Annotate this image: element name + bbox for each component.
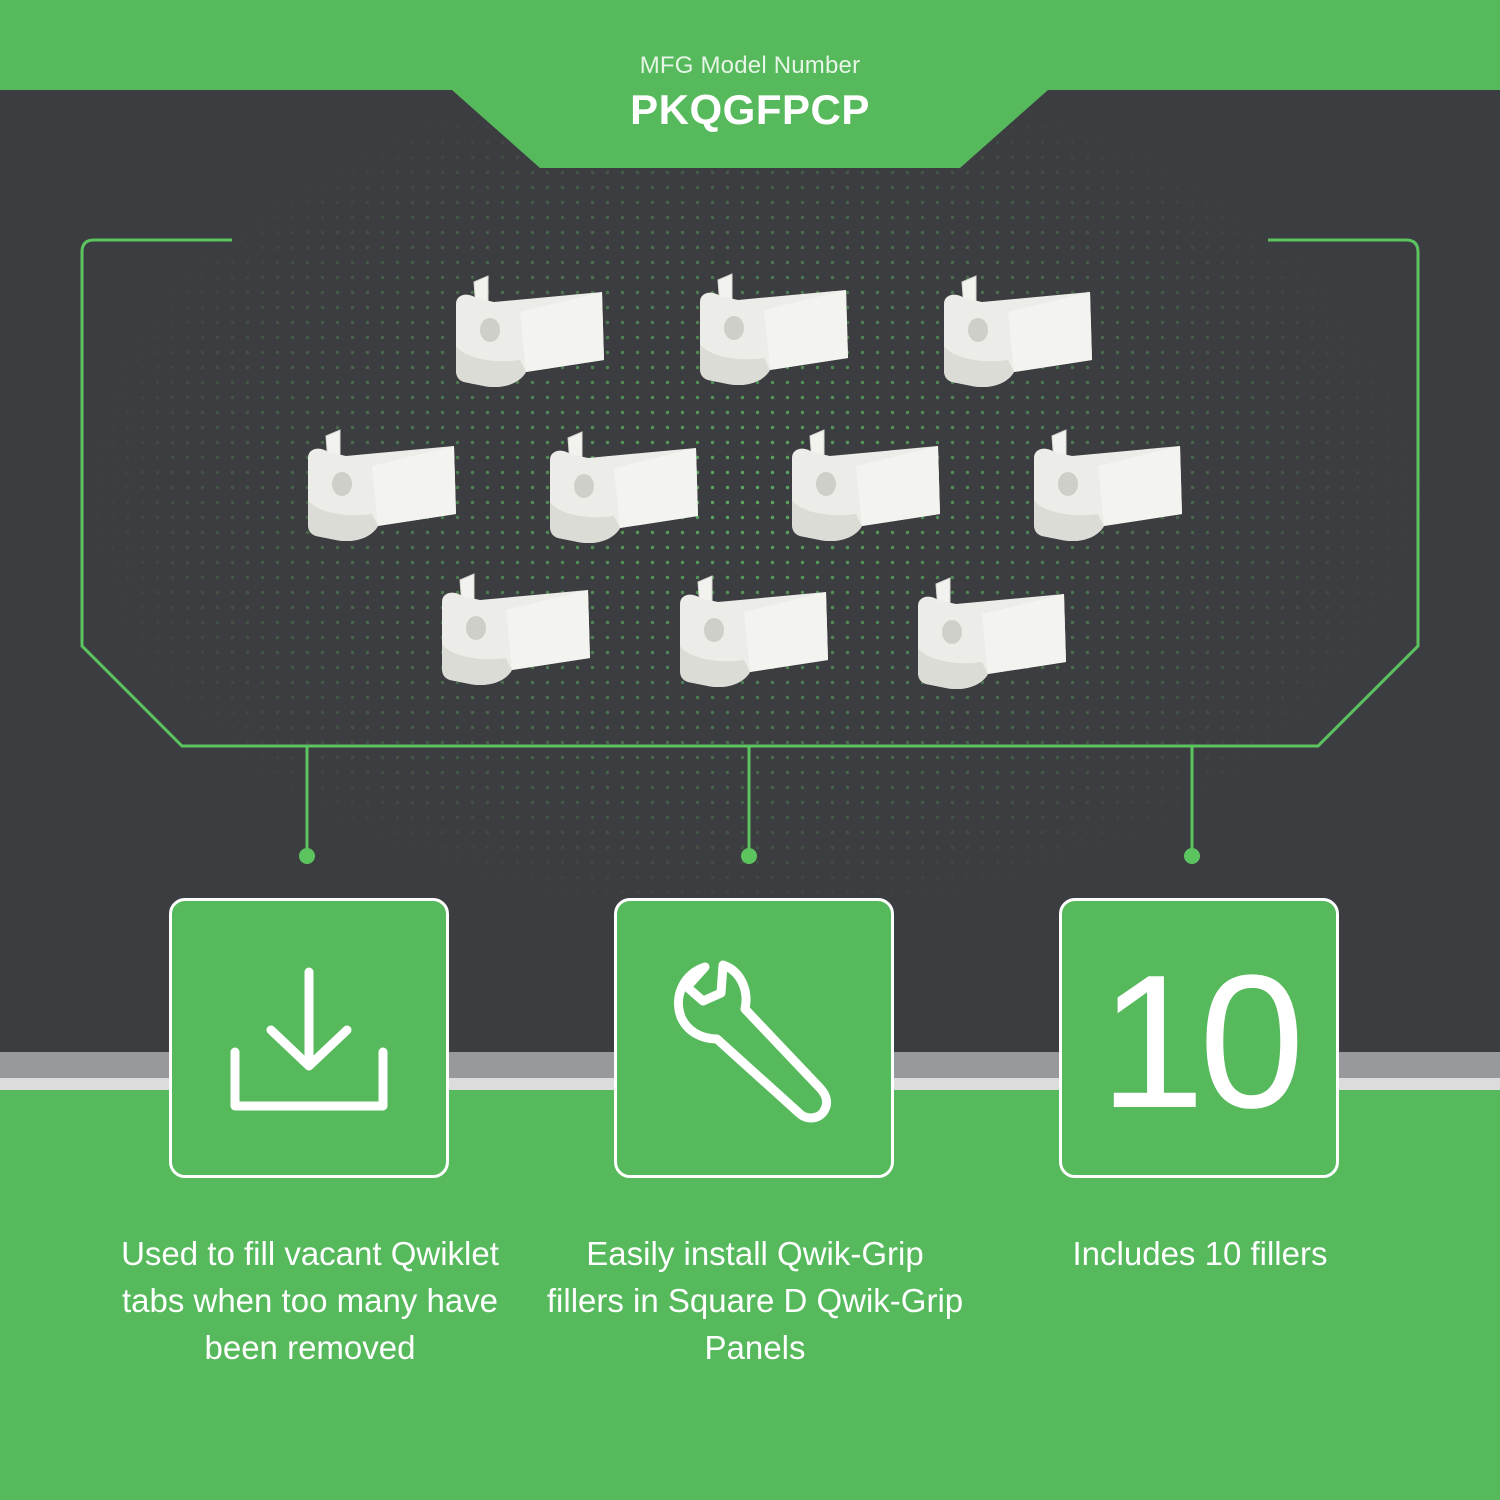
count-number: 10 (1099, 936, 1304, 1148)
model-subtitle: MFG Model Number (639, 52, 861, 79)
wrench-icon (674, 960, 832, 1123)
connector-dots (299, 848, 1200, 864)
model-number: PKQGFPCP (630, 86, 870, 133)
caption-count: Includes 10 fillers (1072, 1235, 1328, 1272)
caption-fill: Used to fill vacant Qwiklet tabs when to… (121, 1235, 499, 1366)
feature-card-count: 10 (1059, 898, 1339, 1178)
model-header: MFG Model Number PKQGFPCP (450, 52, 1050, 134)
connector-lines (305, 746, 1194, 852)
download-tray-icon (230, 967, 388, 1111)
caption-install: Easily install Qwik-Grip fillers in Squa… (546, 1235, 964, 1366)
feature-card-install (614, 898, 894, 1178)
feature-card-fill (169, 898, 449, 1178)
